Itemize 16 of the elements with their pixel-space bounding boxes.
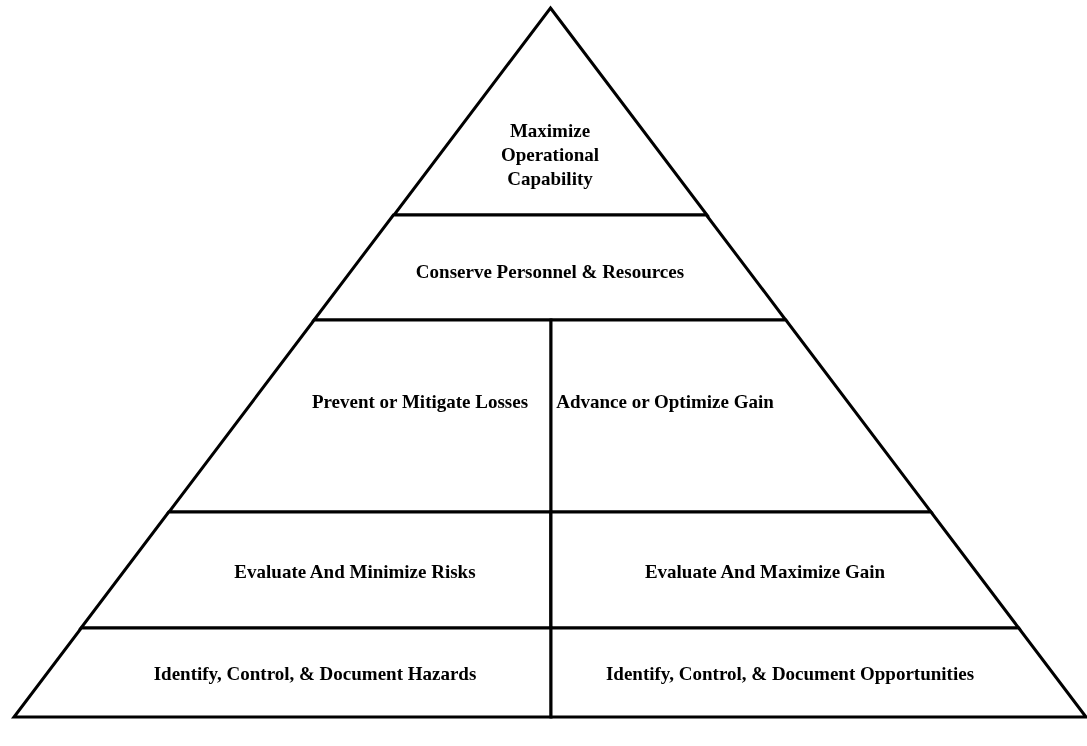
tier-label: Identify, Control, & Document Opportunities xyxy=(604,662,976,686)
tier-label: Evaluate And Maximize Gain xyxy=(643,560,887,584)
pyramid-tier xyxy=(314,215,786,320)
tier-label: Maximize Operational Capability xyxy=(499,119,601,191)
tier-label: Prevent or Mitigate Losses xyxy=(310,390,530,414)
pyramid-tier xyxy=(168,320,551,512)
tier-label: Evaluate And Minimize Risks xyxy=(233,560,477,584)
pyramid-tier xyxy=(551,320,931,512)
pyramid-tier xyxy=(551,512,1019,628)
tier-label: Conserve Personnel & Resources xyxy=(414,260,686,284)
pyramid-tier xyxy=(14,628,551,717)
pyramid-apex xyxy=(393,8,707,215)
tier-label: Advance or Optimize Gain xyxy=(555,390,775,414)
pyramid-tier xyxy=(81,512,551,628)
tier-label: Identify, Control, & Document Hazards xyxy=(152,662,478,686)
pyramid-tier xyxy=(551,628,1086,717)
